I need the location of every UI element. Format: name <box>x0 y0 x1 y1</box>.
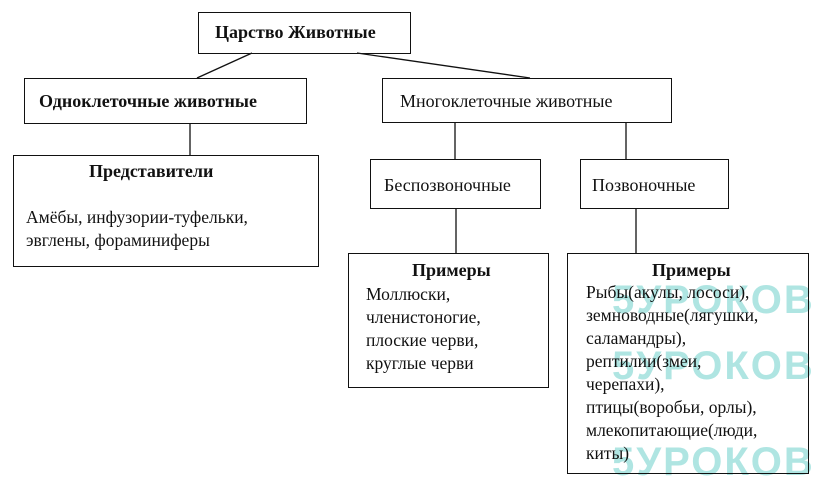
connector-root-unicellular <box>196 52 253 79</box>
root-node: Царство Животные <box>198 12 411 54</box>
list-item: круглые черви <box>366 353 474 373</box>
list-item: земноводные(лягушки, <box>586 305 759 325</box>
vertebrates-examples-node: Примеры Рыбы(акулы, лососи), земноводные… <box>567 253 809 474</box>
vertebrates-label: Позвоночные <box>592 175 696 195</box>
connector-root-multicellular <box>356 52 531 79</box>
list-item: птицы(воробьи, орлы), <box>586 397 757 417</box>
root-label: Царство Животные <box>215 22 376 42</box>
list-item: черепахи), <box>586 374 665 394</box>
watermark: 5УРОКОВ <box>612 440 815 484</box>
watermark: 5УРОКОВ <box>612 344 815 388</box>
unicellular-label: Одноклеточные животные <box>39 91 257 111</box>
invertebrates-label: Беспозвоночные <box>384 175 511 195</box>
invertebrates-node: Беспозвоночные <box>370 159 541 209</box>
representatives-node: Представители Амёбы, инфузории-туфельки,… <box>13 155 319 267</box>
list-item: эвглены, фораминиферы <box>26 230 210 250</box>
vertebrates-examples-heading: Примеры <box>652 260 731 280</box>
list-item: рептилии(змеи, <box>586 351 702 371</box>
representatives-heading: Представители <box>89 161 214 181</box>
list-item: членистоногие, <box>366 307 481 327</box>
unicellular-node: Одноклеточные животные <box>24 78 307 124</box>
multicellular-node: Многоклеточные животные <box>382 78 672 123</box>
list-item: Моллюски, <box>366 284 451 304</box>
invertebrates-examples-node: Примеры Моллюски, членистоногие, плоские… <box>348 253 549 388</box>
watermark: 5УРОКОВ <box>612 278 815 322</box>
vertebrates-node: Позвоночные <box>580 159 729 209</box>
representatives-list: Амёбы, инфузории-туфельки, эвглены, фора… <box>26 206 248 252</box>
invertebrates-examples-heading: Примеры <box>412 260 491 280</box>
list-item: Амёбы, инфузории-туфельки, <box>26 207 248 227</box>
list-item: Рыбы(акулы, лососи), <box>586 282 750 302</box>
list-item: саламандры), <box>586 328 687 348</box>
list-item: плоские черви, <box>366 330 479 350</box>
list-item: млекопитающие(люди, <box>586 420 758 440</box>
multicellular-label: Многоклеточные животные <box>400 91 613 111</box>
list-item: киты) <box>586 443 630 463</box>
vertebrates-examples-list: Рыбы(акулы, лососи), земноводные(лягушки… <box>586 281 758 465</box>
invertebrates-examples-list: Моллюски, членистоногие, плоские черви, … <box>366 283 481 375</box>
